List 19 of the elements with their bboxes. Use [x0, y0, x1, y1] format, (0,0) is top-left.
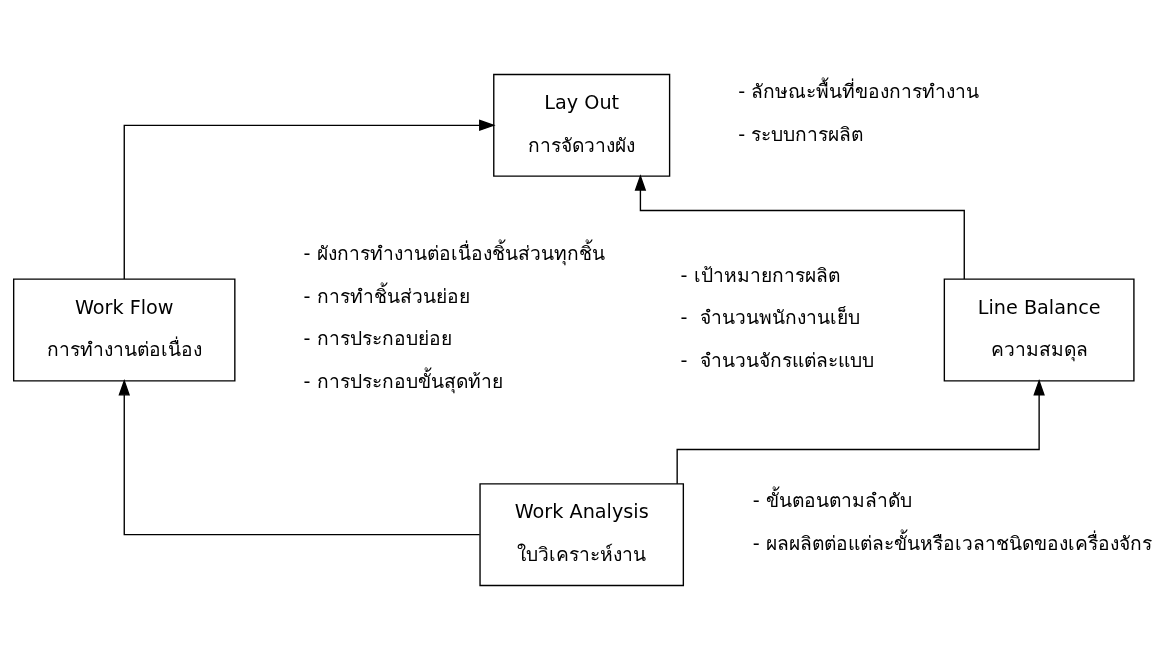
node-box: Work Analysis ใบวิเคราะห์งาน [479, 482, 685, 586]
node-label: - จำนวนพนักงานเย็บ [680, 305, 860, 329]
node-label: - การประกอบย่อย [303, 326, 452, 350]
node-box: Work Flow การทำงานต่อเนื่อง [13, 278, 236, 381]
node-label: - ผลผลิตต่อแต่ละขั้นหรือเวลาชนิดของเครื่องจักร [752, 531, 1152, 555]
node-label: - การทำชิ้นส่วนย่อย [303, 284, 470, 308]
node-label: - ระบบการผลิต [738, 122, 864, 146]
node-box: Lay Out การจัดวางผัง [493, 73, 671, 177]
node-label: - เป้าหมายการผลิต [680, 263, 840, 287]
arrow [676, 378, 1045, 484]
node-label: - ขั้นตอนตามลำดับ [752, 488, 912, 512]
arrow [634, 173, 965, 280]
arrow [123, 119, 496, 280]
arrow [118, 378, 481, 535]
node-label: - ลักษณะพื้นที่ของการทำงาน [738, 79, 980, 103]
node-box: Line Balance ความสมดุล [943, 278, 1135, 381]
node-label: - จำนวนจักรแต่ละแบบ [680, 348, 874, 372]
node-label: - การประกอบขั้นสุดท้าย [303, 369, 503, 393]
node-label: - ผังการทำงานต่อเนื่องชิ้นส่วนทุกชิ้น [303, 241, 605, 265]
